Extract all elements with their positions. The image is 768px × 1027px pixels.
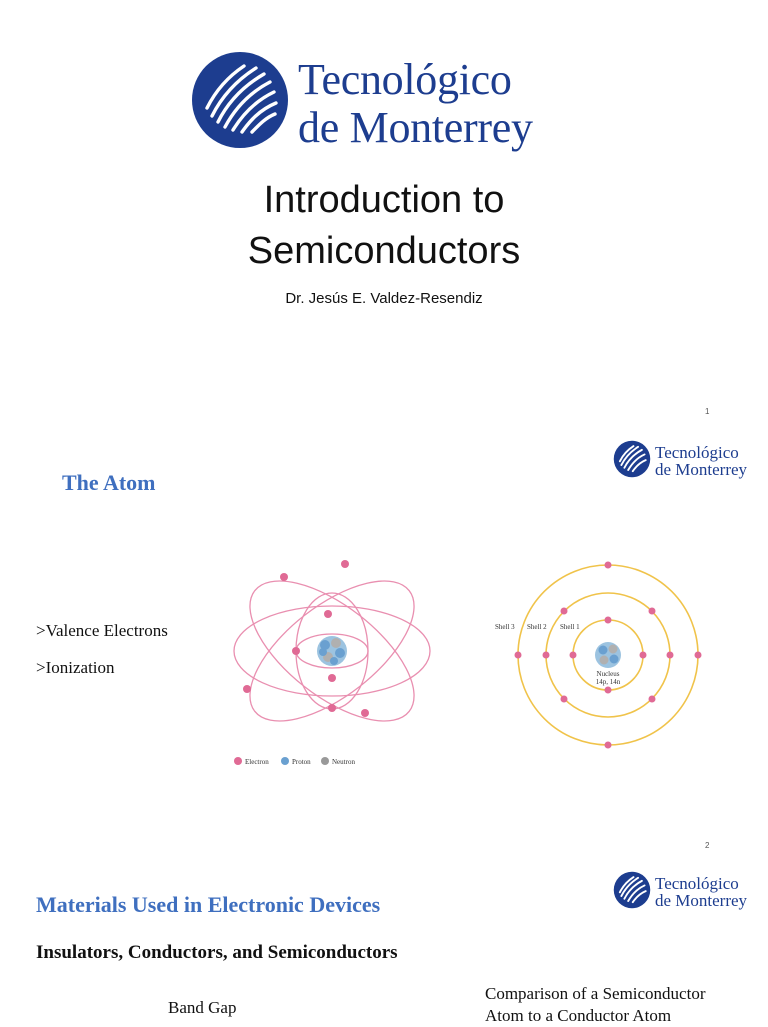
presentation-title: Introduction to Semiconductors <box>0 175 768 276</box>
slide-3: Tecnológico de Monterrey Materials Used … <box>0 855 768 1027</box>
logo-text: Tecnológico de Monterrey <box>298 58 533 150</box>
slide-2: Tecnológico de Monterrey The Atom >Valen… <box>0 425 768 850</box>
legend-neutron: Neutron <box>332 758 355 766</box>
logo-line2: de Monterrey <box>655 460 748 479</box>
slide-heading: The Atom <box>62 470 156 495</box>
page-number: 1 <box>705 407 710 416</box>
flame-logo-icon <box>613 871 651 909</box>
legend-proton: Proton <box>292 758 311 766</box>
slide-subheading: Insulators, Conductors, and Semiconducto… <box>36 942 398 963</box>
atom-orbital-diagram: Electron Proton Neutron <box>233 560 431 766</box>
bullet-item: >Ionization <box>36 658 115 677</box>
logo-text: Tecnológico de Monterrey <box>655 875 747 909</box>
page-number: 2 <box>705 841 710 850</box>
logo-line2: de Monterrey <box>655 891 748 910</box>
slide-1: Tecnológico de Monterrey Introduction to… <box>0 0 768 420</box>
nucleus-icon <box>317 636 347 666</box>
legend-electron: Electron <box>245 758 269 766</box>
shell2-label: Shell 2 <box>527 623 547 631</box>
comparison-line2: Atom to a Conductor Atom <box>485 1006 672 1026</box>
shell1-label: Shell 1 <box>560 623 580 631</box>
author-name: Dr. Jesús E. Valdez-Resendiz <box>285 290 483 307</box>
title-line1: Introduction to <box>263 179 505 221</box>
atom-shell-diagram: Nucleus 14p, 14n Shell 3 Shell 2 Shell 1 <box>495 561 702 749</box>
nucleus-label: Nucleus <box>597 670 620 678</box>
slide-heading: Materials Used in Electronic Devices <box>36 892 381 917</box>
logo-line2: de Monterrey <box>298 103 533 152</box>
bullet-item: >Valence Electrons <box>36 621 168 640</box>
band-gap-label: Band Gap <box>168 998 237 1017</box>
shell3-label: Shell 3 <box>495 623 515 631</box>
comparison-line1: Comparison of a Semiconductor <box>485 984 706 1003</box>
flame-logo-icon <box>192 52 288 148</box>
title-line2: Semiconductors <box>247 229 521 272</box>
flame-logo-icon <box>613 440 651 478</box>
logo-line1: Tecnológico <box>655 874 739 893</box>
logo-line1: Tecnológico <box>298 55 512 104</box>
nucleus-sub-label: 14p, 14n <box>596 678 621 686</box>
logo-text: Tecnológico de Monterrey <box>655 444 747 478</box>
nucleus-icon <box>595 642 621 668</box>
logo-line1: Tecnológico <box>655 443 739 462</box>
comparison-caption: Comparison of a Semiconductor Atom to a … <box>485 983 706 1027</box>
